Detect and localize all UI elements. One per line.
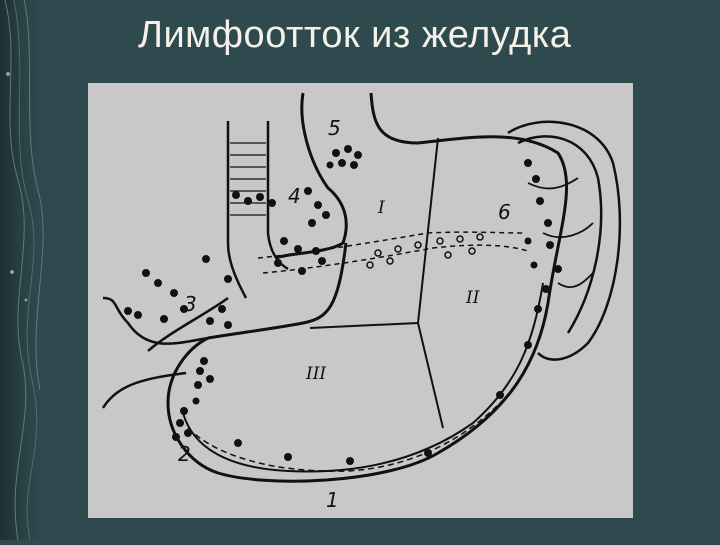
stomach-lymph-diagram: 5 4 3 2 1 6 I II III	[88, 83, 633, 518]
greater-curvature-inner	[182, 282, 544, 473]
label-5: 5	[328, 116, 341, 140]
label-2: 2	[178, 442, 191, 466]
lymph-vessel-greater-curvature	[187, 382, 519, 472]
spleen	[507, 120, 622, 361]
label-zone-i: I	[377, 198, 385, 218]
contour-lines-decoration	[4, 0, 44, 541]
esophagus	[226, 121, 289, 299]
label-1: 1	[326, 488, 339, 512]
decorative-side-strip	[0, 0, 44, 541]
lymph-vessel-lesser-curvature	[257, 231, 524, 259]
small-open-nodes	[366, 233, 484, 269]
duodenum	[101, 296, 229, 409]
label-4: 4	[288, 184, 301, 208]
zone-boundaries	[309, 137, 444, 429]
label-3: 3	[184, 292, 197, 316]
label-zone-iii: III	[305, 364, 326, 384]
label-zone-ii: II	[465, 288, 480, 308]
diagram-drawing: 5 4 3 2 1 6 I II III	[101, 92, 622, 512]
slide-title: Лимфоотток из желудка	[138, 14, 572, 56]
label-6: 6	[498, 200, 511, 224]
lymph-nodes	[124, 145, 562, 465]
